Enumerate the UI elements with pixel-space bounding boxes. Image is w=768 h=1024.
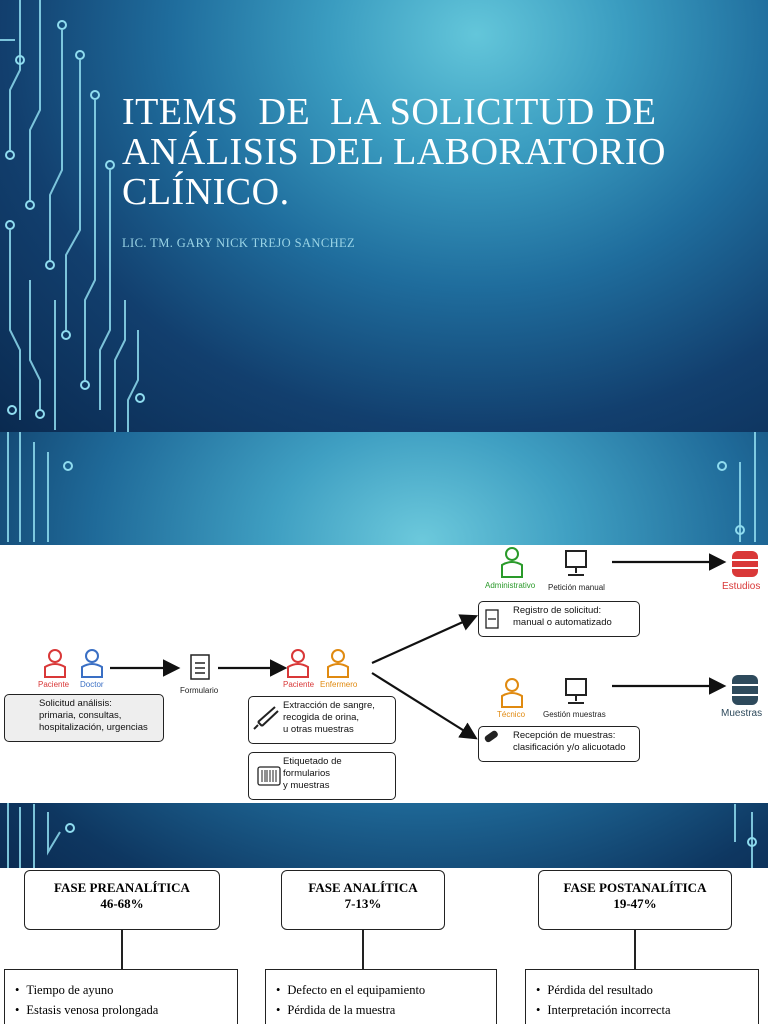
role-label: Doctor [80,680,104,689]
role-label: Muestras [721,708,763,719]
patient-icon [287,649,309,678]
role-label: Técnico [497,710,526,719]
slide-title: ITEMS DE LA SOLICITUD DE ANÁLISIS DEL LA… [122,91,676,213]
phase-error-list: Tiempo de ayuno Estasis venosa prolongad… [4,969,238,1024]
technician-icon [501,678,523,708]
database-icon [732,675,758,705]
role-label: Administrativo [485,581,536,590]
circuit-decoration [7,432,757,868]
phase-box: FASE POSTANALÍTICA 19-47% [538,870,732,930]
diagram-graphics [12,547,758,786]
reception-box: Recepción de muestras: clasificación y/o… [478,726,640,762]
administrative-icon [501,547,523,578]
phase-error-list: Pérdida del resultado Interpretación inc… [525,969,759,1024]
barcode-icon [261,770,277,782]
database-icon [732,551,758,577]
nurse-icon [327,649,349,678]
registration-box: Registro de solicitud: manual o automati… [478,601,640,637]
role-label: Gestión muestras [543,710,606,719]
patient-icon [44,649,66,678]
request-box: Solicitud análisis: primaria, consultas,… [4,694,164,742]
extraction-box: Extracción de sangre, recogida de orina,… [248,696,396,744]
role-label: Paciente [38,680,70,689]
role-label: Formulario [180,686,219,695]
phase-error-list: Defecto en el equipamiento Pérdida de la… [265,969,497,1024]
computer-icon [565,678,587,704]
role-label: Petición manual [548,583,605,592]
role-label: Estudios [722,581,761,592]
connector-line [121,930,123,969]
labeling-box: Etiquetado de formularios y muestras [248,752,396,800]
phase-box: FASE PREANALÍTICA 46-68% [24,870,220,930]
title-slide: ITEMS DE LA SOLICITUD DE ANÁLISIS DEL LA… [0,0,768,432]
phases-slide: FASE PREANALÍTICA 46-68% FASE ANALÍTICA … [0,868,768,1024]
syringe-icon [253,706,279,730]
connector-line [362,930,364,969]
role-label: Paciente [283,680,315,689]
role-label: Enfermero [320,680,358,689]
lab-workflow-diagram: Paciente Doctor Formulario Paciente Enfe… [0,545,768,803]
doctor-icon [81,649,103,678]
test-tube-icon [484,730,498,743]
form-icon [190,654,210,680]
computer-icon [565,550,587,576]
phase-box: FASE ANALÍTICA 7-13% [281,870,445,930]
circuit-decoration [0,0,145,432]
connector-line [634,930,636,969]
diagram-slide: Paciente Doctor Formulario Paciente Enfe… [0,432,768,868]
slide-subtitle: LIC. TM. GARY NICK TREJO SANCHEZ [122,236,356,250]
